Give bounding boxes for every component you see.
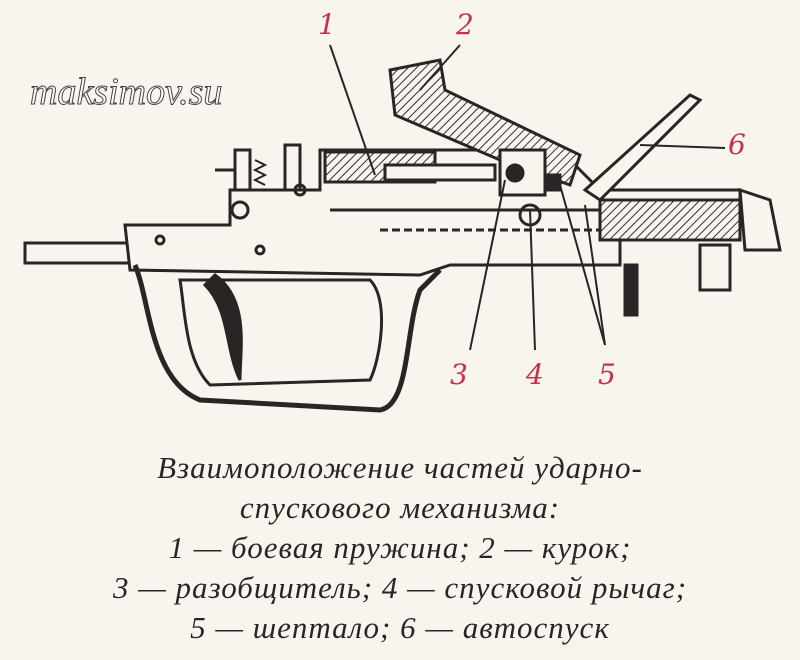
- label-2: 2: [456, 8, 474, 41]
- label-3: 3: [450, 358, 468, 391]
- caption-line-3: 1 — боевая пружина; 2 — курок;: [168, 530, 632, 565]
- caption-line-5: 5 — шептало; 6 — автоспуск: [190, 610, 610, 645]
- label-1: 1: [318, 8, 336, 41]
- label-5: 5: [598, 358, 616, 391]
- trigger-mechanism-drawing: [23, 44, 782, 413]
- label-4: 4: [526, 358, 544, 391]
- caption-line-1: Взаимоположение частей ударно-: [157, 450, 643, 485]
- caption-line-4: 3 — разобщитель; 4 — спусковой рычаг;: [112, 570, 688, 605]
- label-6: 6: [728, 128, 746, 161]
- watermark: maksimov.su: [29, 71, 223, 114]
- caption-line-2: спускового механизма:: [239, 490, 561, 525]
